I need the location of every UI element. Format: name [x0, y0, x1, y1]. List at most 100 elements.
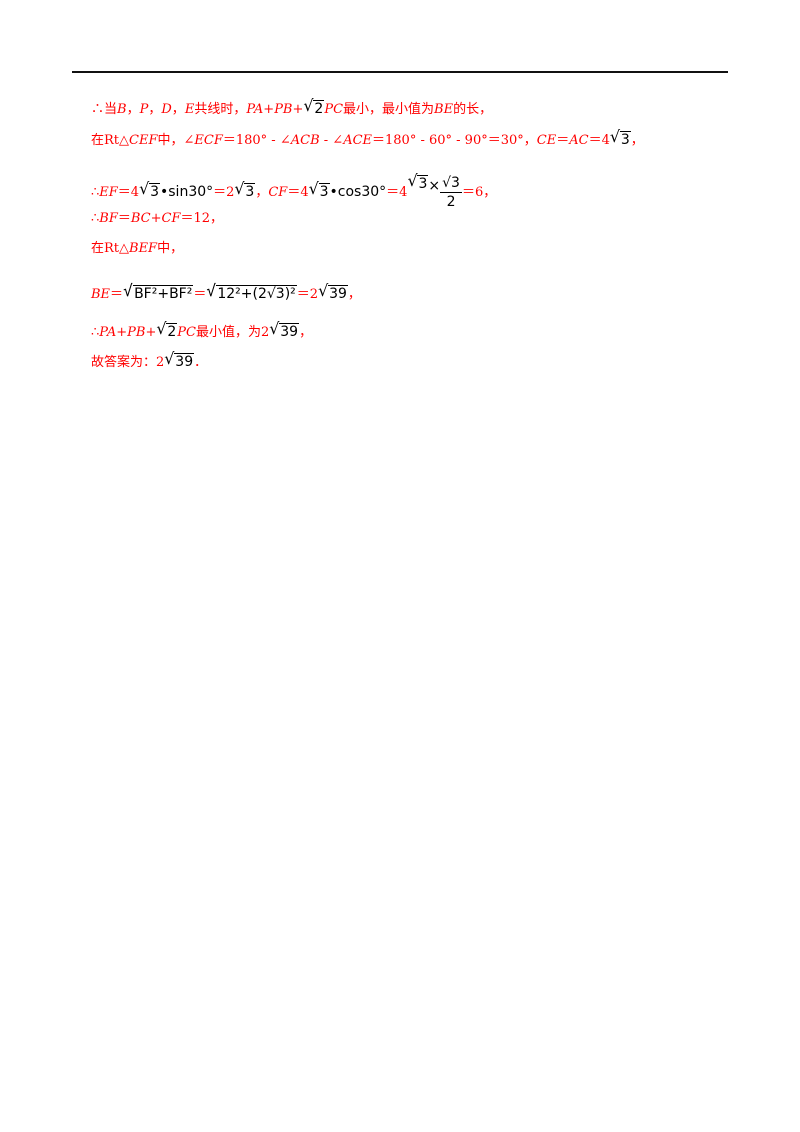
- radicand: 2: [166, 323, 178, 340]
- text: ＝2: [296, 287, 319, 302]
- text: BE: [91, 287, 111, 302]
- text: PB: [127, 325, 146, 340]
- text: 中，: [157, 241, 184, 256]
- text: BEF: [129, 241, 158, 256]
- text: ，: [630, 133, 644, 148]
- text: •cos30°: [329, 184, 387, 200]
- text: CF: [161, 211, 181, 226]
- text: E: [184, 102, 195, 117]
- denominator: 2: [446, 194, 456, 210]
- text: ACB: [290, 133, 320, 148]
- text: •sin30°: [160, 184, 214, 200]
- text: CF: [268, 185, 288, 200]
- text: ECF: [194, 133, 223, 148]
- text: B: [117, 102, 127, 117]
- text: 的长，: [453, 102, 493, 117]
- radicand: 39: [328, 285, 348, 302]
- text: ＝4: [588, 133, 610, 148]
- sqrt: 3: [234, 180, 256, 202]
- text: EF: [99, 185, 118, 200]
- text: BC: [130, 211, 151, 226]
- text: D: [161, 102, 172, 117]
- solution-line-6: BE＝BF²+BF²＝12²+(2√3)²＝239，: [91, 282, 361, 304]
- text: ，: [171, 102, 185, 117]
- text: CEF: [129, 133, 158, 148]
- text: - ∠: [319, 133, 344, 148]
- text: PC: [324, 102, 344, 117]
- text: 最小，最小值为: [343, 102, 435, 117]
- radicand: 39: [279, 323, 300, 340]
- text: ＝2: [213, 185, 235, 200]
- text: ，: [299, 325, 313, 340]
- text: ∴当: [91, 102, 118, 117]
- text: 中，∠: [157, 133, 195, 148]
- radicand: 3: [417, 175, 429, 192]
- text: ＝12，: [180, 211, 224, 226]
- text: AC: [569, 133, 589, 148]
- sqrt: 39: [164, 350, 195, 372]
- text: ACE: [343, 133, 373, 148]
- text: BF: [99, 211, 118, 226]
- sqrt: 3: [610, 128, 631, 150]
- radicand: 3: [318, 183, 330, 200]
- text: PB: [274, 102, 293, 117]
- text: +: [292, 102, 304, 117]
- text: +: [263, 102, 275, 117]
- sqrt: 3: [139, 180, 160, 202]
- text: ∴: [91, 325, 100, 340]
- text: CE: [536, 133, 557, 148]
- text: P: [139, 102, 149, 117]
- sqrt: 2: [156, 320, 178, 342]
- text: ，: [347, 287, 361, 302]
- text: ＝4: [117, 185, 140, 200]
- text: ∴: [91, 185, 100, 200]
- sqrt: BF²+BF²: [123, 282, 194, 303]
- solution-line-8: 故答案为：239．: [91, 350, 208, 372]
- header-rule: [72, 71, 728, 73]
- radicand: 3: [149, 183, 160, 200]
- text: ＝: [117, 211, 131, 226]
- text: ＝: [193, 287, 207, 302]
- solution-line-4: ∴BF＝BC+CF＝12，: [91, 210, 223, 228]
- text: PA: [99, 325, 117, 340]
- text: +: [150, 211, 162, 226]
- text: 在Rt△: [91, 241, 130, 256]
- radicand: 12²+(2√3)²: [216, 285, 297, 302]
- numerator: √3: [440, 175, 462, 193]
- text: +: [145, 325, 157, 340]
- solution-line-3: ∴EF＝43•sin30°＝23，CF＝43•cos30°＝43×√32＝6，: [91, 172, 497, 211]
- text: ＝180° - 60° - 90°＝30°，: [372, 133, 537, 148]
- text: PC: [177, 325, 196, 340]
- text: BE: [434, 102, 454, 117]
- sqrt: 3: [309, 180, 330, 202]
- text: ，: [126, 102, 140, 117]
- sqrt: 3: [407, 172, 429, 194]
- radicand: 39: [174, 353, 195, 370]
- solution-line-2: 在Rt△CEF中，∠ECF＝180° - ∠ACB - ∠ACE＝180° - …: [91, 128, 644, 150]
- text: 共线时，: [194, 102, 247, 117]
- text: ，: [255, 185, 269, 200]
- text: ＝: [110, 287, 124, 302]
- text: PA: [246, 102, 264, 117]
- sqrt: 39: [318, 282, 348, 304]
- solution-line-5: 在Rt△BEF中，: [91, 240, 183, 258]
- sqrt: 39: [269, 320, 300, 342]
- radicand: 2: [313, 100, 325, 117]
- text: 最小值，为2: [195, 325, 270, 340]
- text: ∴: [91, 211, 100, 226]
- text: +: [116, 325, 128, 340]
- sqrt: 2: [303, 97, 325, 119]
- text: ＝180° - ∠: [222, 133, 291, 148]
- solution-line-7: ∴PA+PB+2PC最小值，为239，: [91, 320, 313, 342]
- text: ＝4: [386, 185, 408, 200]
- text: ，: [148, 102, 162, 117]
- radicand: 3: [244, 183, 256, 200]
- text: ＝6，: [461, 185, 497, 200]
- radicand: BF²+BF²: [133, 285, 194, 302]
- text: ＝: [556, 133, 570, 148]
- solution-line-1: ∴当B，P，D，E共线时，PA+PB+2PC最小，最小值为BE的长，: [91, 97, 493, 119]
- radicand: 3: [619, 131, 631, 148]
- text: ．: [194, 355, 208, 370]
- text: ×: [428, 178, 441, 194]
